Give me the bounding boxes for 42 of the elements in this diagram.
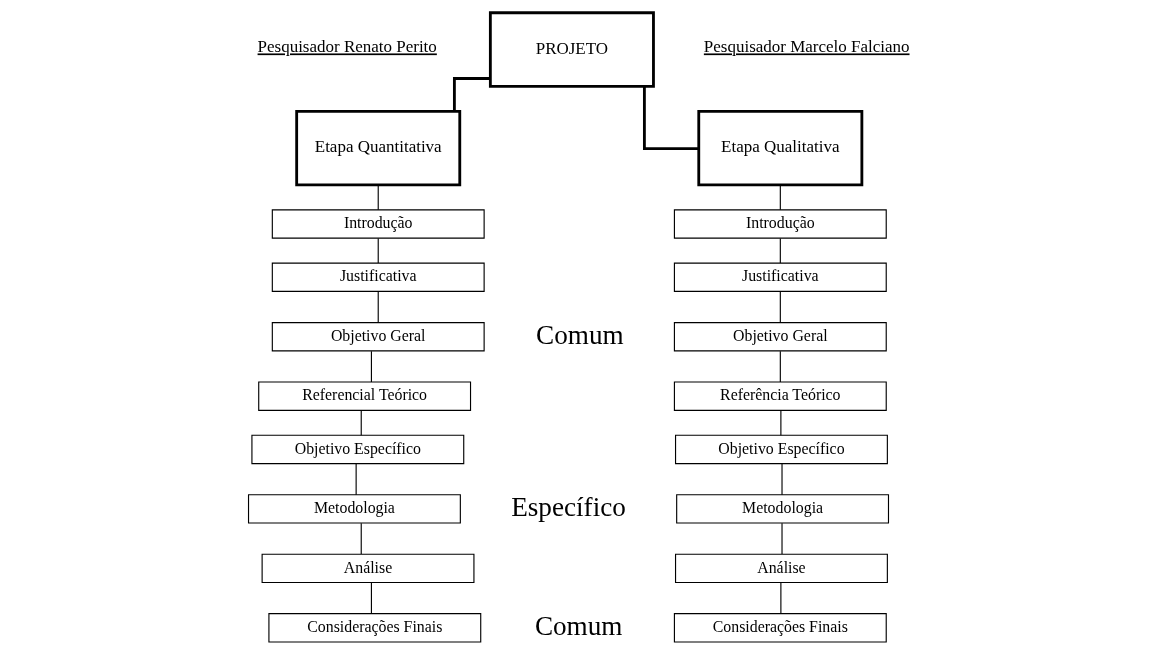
node-box: Análise <box>261 553 475 584</box>
node-box: Justificativa <box>271 262 485 292</box>
node-box: Etapa Qualitativa <box>697 109 864 187</box>
connector <box>643 86 699 151</box>
node-label: Pesquisador Renato Perito <box>257 37 437 57</box>
node-box: Considerações Finais <box>268 613 482 643</box>
connector <box>780 582 782 615</box>
label: Específico <box>511 491 626 522</box>
connector <box>370 350 372 383</box>
node-box: Referencial Teórico <box>258 381 472 411</box>
connector <box>781 463 783 496</box>
node-box: Objetivo Geral <box>271 322 485 352</box>
connector <box>355 463 357 496</box>
connector <box>779 350 781 383</box>
node-box: Análise <box>675 553 888 584</box>
node-box: Etapa Quantitativa <box>295 109 462 187</box>
connector <box>360 522 362 555</box>
node-label: Pesquisador Marcelo Falciano <box>703 37 910 57</box>
node-box: Referência Teórico <box>673 381 887 411</box>
node-box: Considerações Finais <box>673 613 887 643</box>
connector <box>779 238 781 264</box>
node-box: Metodologia <box>247 494 461 524</box>
label: Comum <box>536 319 624 350</box>
label: Comum <box>534 610 623 641</box>
node-box: Justificativa <box>673 262 887 292</box>
node-box: Objetivo Específico <box>675 434 888 465</box>
connector <box>370 582 372 615</box>
node-box: Objetivo Geral <box>673 322 887 352</box>
connector <box>360 410 362 436</box>
connector <box>779 291 781 324</box>
connector <box>779 184 781 211</box>
node-box: Introdução <box>271 209 485 239</box>
connector <box>452 77 491 112</box>
node-box: Objetivo Específico <box>251 434 465 465</box>
connector <box>781 522 783 555</box>
connector <box>377 238 379 264</box>
connector <box>377 184 379 211</box>
node-box: Metodologia <box>676 494 890 524</box>
connector <box>377 291 379 324</box>
node-box: Introdução <box>673 209 887 239</box>
connector <box>780 410 782 436</box>
node-box: PROJETO <box>488 11 655 88</box>
